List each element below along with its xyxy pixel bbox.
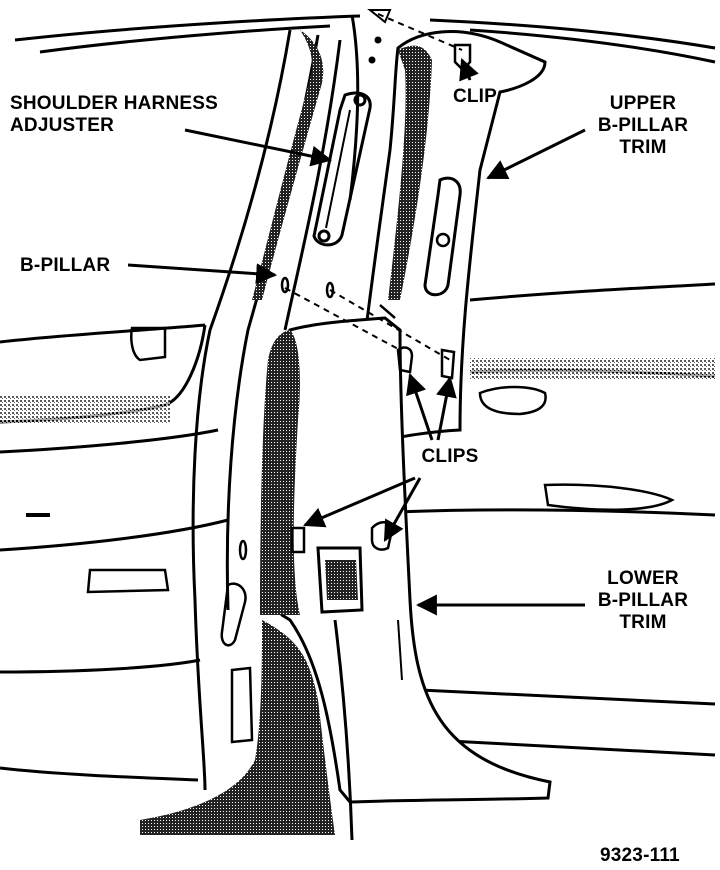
- pillar-weatherstrip-upper: [252, 30, 324, 300]
- seat-belt-anchor: [220, 582, 254, 744]
- rear-door-trim-texture: [470, 358, 715, 380]
- clips-label: CLIPS: [421, 446, 479, 467]
- pillar-clip-holes: [238, 276, 335, 561]
- figure-id-label: 9323-111: [600, 845, 680, 866]
- shoulder-harness-adjuster-label: SHOULDER HARNESS ADJUSTER: [10, 93, 218, 136]
- shoulder-harness-adjuster: [312, 91, 372, 247]
- clip-label: CLIP: [452, 86, 498, 107]
- lower-b-pillar-trim: [140, 316, 552, 841]
- upper-b-pillar-trim: [353, 30, 547, 447]
- leader-lines: [127, 58, 586, 616]
- lower-b-pillar-trim-label: LOWER B-PILLAR TRIM: [597, 568, 689, 633]
- upper-b-pillar-trim-label: UPPER B-PILLAR TRIM: [597, 93, 689, 158]
- alignment-lines: [284, 13, 463, 361]
- door-trim-texture: [0, 395, 170, 423]
- roof-outline: [14, 14, 716, 64]
- b-pillar-label: B-PILLAR: [20, 255, 111, 276]
